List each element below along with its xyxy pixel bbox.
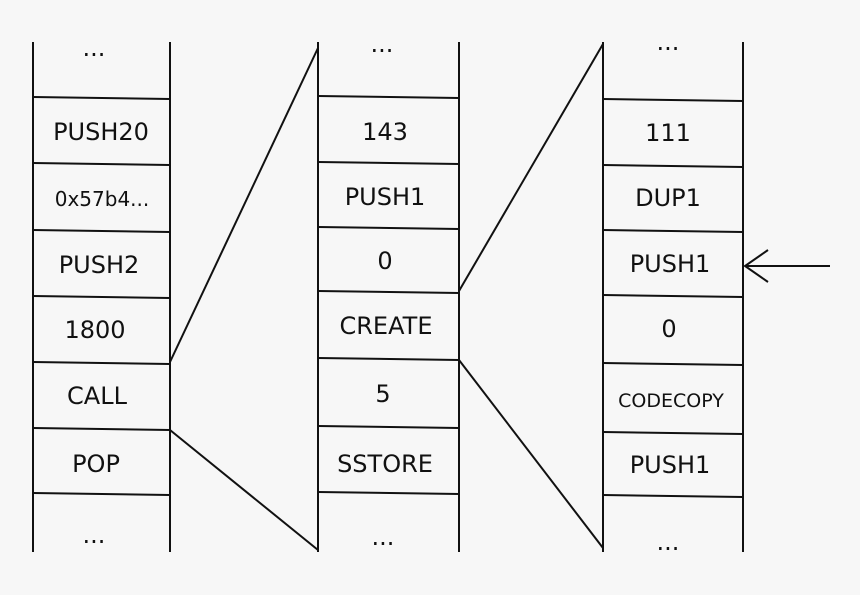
- stack1-divider: [32, 427, 171, 431]
- stack2-divider: [317, 95, 460, 99]
- stack3-divider: [602, 431, 744, 435]
- stack2-top-ellipsis: ...: [371, 30, 394, 58]
- stack3-divider: [602, 294, 744, 298]
- stack2-cell: PUSH1: [345, 183, 426, 211]
- stack3-cell: PUSH1: [630, 250, 711, 278]
- stack2-cell: CREATE: [340, 312, 433, 340]
- stack1-bottom-ellipsis: ...: [83, 521, 106, 549]
- stack-column-2: ... 143 PUSH1 0 CREATE 5 SSTORE ...: [317, 30, 460, 552]
- stack1-divider: [32, 295, 171, 299]
- zoom-connector-line: [169, 429, 319, 551]
- zoom-connector-line: [169, 47, 319, 363]
- stack1-divider: [32, 162, 171, 166]
- stack2-cell: 0: [377, 247, 392, 275]
- stack2-divider: [317, 290, 460, 294]
- stack1-cell: POP: [72, 450, 120, 478]
- stack1-top-ellipsis: ...: [83, 34, 106, 62]
- left-arrow-icon: [743, 249, 830, 283]
- stack3-divider: [602, 362, 744, 366]
- stack2-bottom-ellipsis: ...: [372, 523, 395, 551]
- stack3-cell: CODECOPY: [618, 390, 724, 412]
- stack1-divider: [32, 96, 171, 100]
- stack1-cell: PUSH20: [53, 118, 149, 146]
- stack1-cell: PUSH2: [59, 251, 140, 279]
- stack3-top-ellipsis: ...: [657, 28, 680, 56]
- zoom-connector-line: [458, 43, 604, 292]
- stack-column-1: ... PUSH20 0x57b4... PUSH2 1800 CALL POP…: [32, 34, 171, 552]
- stack3-cell: 0: [661, 315, 676, 343]
- stack1-divider: [32, 492, 171, 496]
- stack1-divider: [32, 361, 171, 365]
- stack2-cell: 143: [362, 118, 408, 146]
- stack3-divider: [602, 98, 744, 102]
- stack3-bottom-ellipsis: ...: [657, 528, 680, 556]
- stack-column-3: ... 111 DUP1 PUSH1 0 CODECOPY PUSH1 ...: [602, 28, 744, 556]
- stack3-cell: PUSH1: [630, 451, 711, 479]
- stack3-cell: DUP1: [635, 184, 701, 212]
- stack2-divider: [317, 357, 460, 361]
- stack1-cell: CALL: [67, 382, 128, 410]
- stack1-cell: 0x57b4...: [55, 187, 150, 211]
- stack1-cell: 1800: [64, 316, 125, 344]
- zoom-connector-line: [458, 359, 604, 549]
- stack2-divider: [317, 491, 460, 495]
- stack3-cell: 111: [645, 119, 691, 147]
- stack2-cell: SSTORE: [337, 450, 433, 478]
- stack3-divider: [602, 229, 744, 233]
- stack2-divider: [317, 425, 460, 429]
- stack2-divider: [317, 161, 460, 165]
- stack3-divider: [602, 164, 744, 168]
- stack2-cell: 5: [375, 380, 390, 408]
- stack3-divider: [602, 494, 744, 498]
- stack2-divider: [317, 226, 460, 230]
- stack1-divider: [32, 229, 171, 233]
